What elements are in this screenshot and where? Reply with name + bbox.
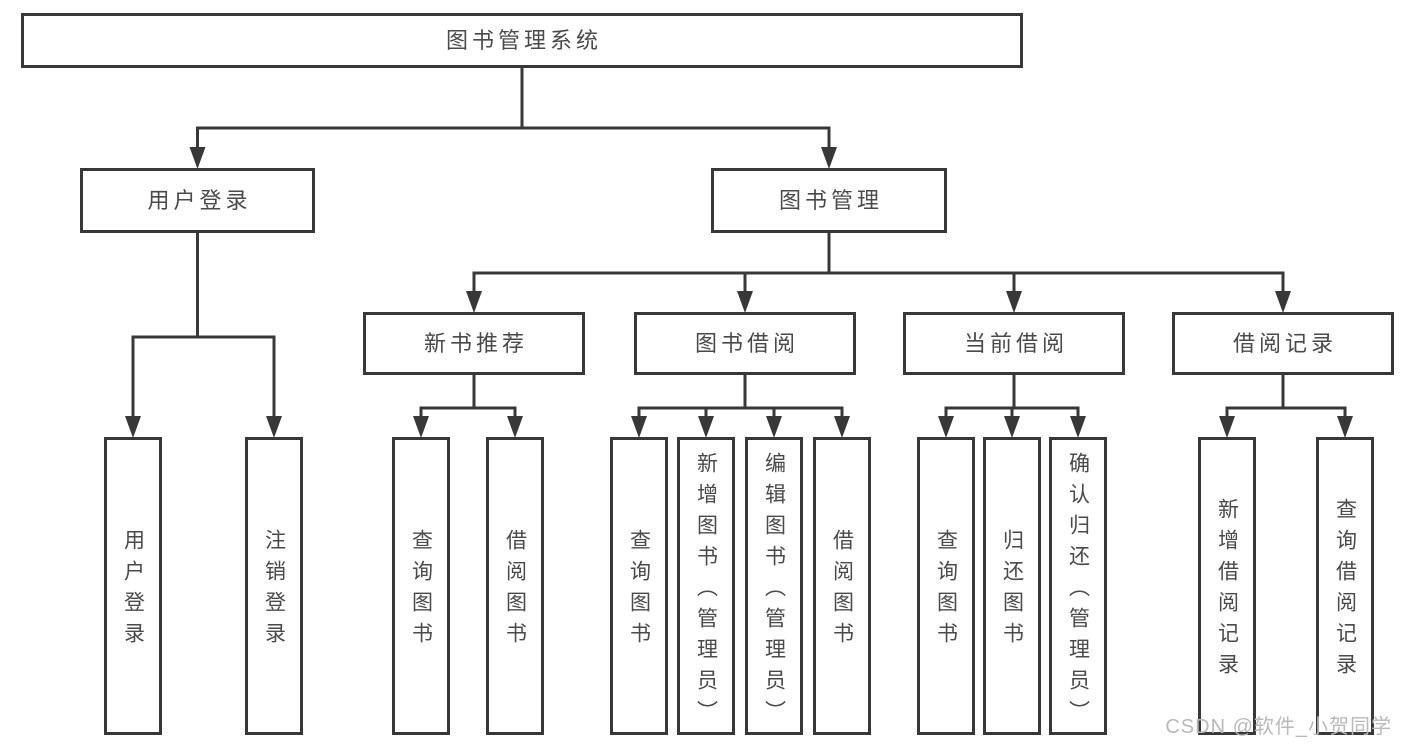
arrowhead-icon [1219, 416, 1235, 438]
node-br-query-record: 查询借阅记录 [1316, 437, 1374, 735]
arrowhead-icon [631, 416, 647, 438]
node-leaf-user-login: 用户登录 [104, 437, 162, 735]
node-bb-query-books: 查询图书 [610, 437, 668, 735]
arrowhead-icon [737, 291, 753, 313]
arrowhead-icon [938, 416, 954, 438]
node-label-rec-query-books: 查询图书 [409, 529, 433, 653]
node-label-borrow-records: 借阅记录 [1232, 330, 1337, 356]
node-label-root: 图书管理系统 [445, 27, 602, 53]
arrowhead-icon [189, 147, 206, 169]
arrowhead-icon [266, 416, 282, 438]
node-leaf-logout: 注销登录 [245, 437, 303, 735]
arrowhead-icon [507, 416, 523, 438]
node-label-new-book-rec: 新书推荐 [423, 330, 528, 356]
node-label-br-query-record: 查询借阅记录 [1333, 498, 1357, 684]
arrowhead-icon [821, 147, 837, 169]
node-label-leaf-logout: 注销登录 [262, 529, 286, 653]
node-label-user-login: 用户登录 [147, 187, 252, 213]
node-cb-confirm-return: 确认归还（管理员） [1049, 437, 1107, 735]
arrowhead-icon [1337, 416, 1353, 438]
node-br-add-record: 新增借阅记录 [1198, 437, 1256, 735]
arrowhead-icon [834, 416, 850, 438]
node-book-borrow: 图书借阅 [634, 312, 856, 375]
node-book-mgmt: 图书管理 [711, 168, 947, 233]
node-rec-borrow-books: 借阅图书 [486, 437, 544, 735]
node-label-book-mgmt: 图书管理 [778, 187, 883, 213]
arrowhead-icon [125, 416, 141, 438]
node-label-bb-query-books: 查询图书 [627, 529, 651, 653]
arrowhead-icon [1275, 291, 1291, 313]
node-root: 图书管理系统 [21, 13, 1023, 68]
node-label-bb-borrow-books: 借阅图书 [830, 529, 854, 653]
node-rec-query-books: 查询图书 [392, 437, 450, 735]
node-label-rec-borrow-books: 借阅图书 [503, 529, 527, 653]
arrowhead-icon [766, 416, 782, 438]
node-new-book-rec: 新书推荐 [363, 312, 585, 375]
arrowhead-icon [1070, 416, 1086, 438]
node-cb-query-books: 查询图书 [917, 437, 975, 735]
node-borrow-records: 借阅记录 [1172, 312, 1394, 375]
arrowhead-icon [1004, 416, 1020, 438]
arrowhead-icon [413, 416, 429, 438]
node-bb-borrow-books: 借阅图书 [813, 437, 871, 735]
node-label-bb-edit-books: 编辑图书（管理员） [762, 451, 786, 731]
node-label-current-borrow: 当前借阅 [963, 330, 1068, 356]
node-label-bb-add-books: 新增图书（管理员） [694, 451, 718, 731]
node-user-login: 用户登录 [80, 168, 315, 233]
node-label-cb-query-books: 查询图书 [934, 529, 958, 653]
node-label-cb-confirm-return: 确认归还（管理员） [1066, 451, 1090, 731]
arrowhead-icon [698, 416, 714, 438]
arrowhead-icon [466, 291, 482, 313]
arrowhead-icon [1006, 291, 1022, 313]
node-current-borrow: 当前借阅 [903, 312, 1125, 375]
node-cb-return-books: 归还图书 [983, 437, 1041, 735]
watermark: CSDN @软件_小贺同学 [1165, 716, 1392, 738]
node-label-cb-return-books: 归还图书 [1000, 529, 1024, 653]
node-label-leaf-user-login: 用户登录 [121, 529, 145, 653]
node-bb-edit-books: 编辑图书（管理员） [745, 437, 803, 735]
node-label-book-borrow: 图书借阅 [694, 330, 799, 356]
node-label-br-add-record: 新增借阅记录 [1215, 498, 1239, 684]
node-bb-add-books: 新增图书（管理员） [677, 437, 735, 735]
